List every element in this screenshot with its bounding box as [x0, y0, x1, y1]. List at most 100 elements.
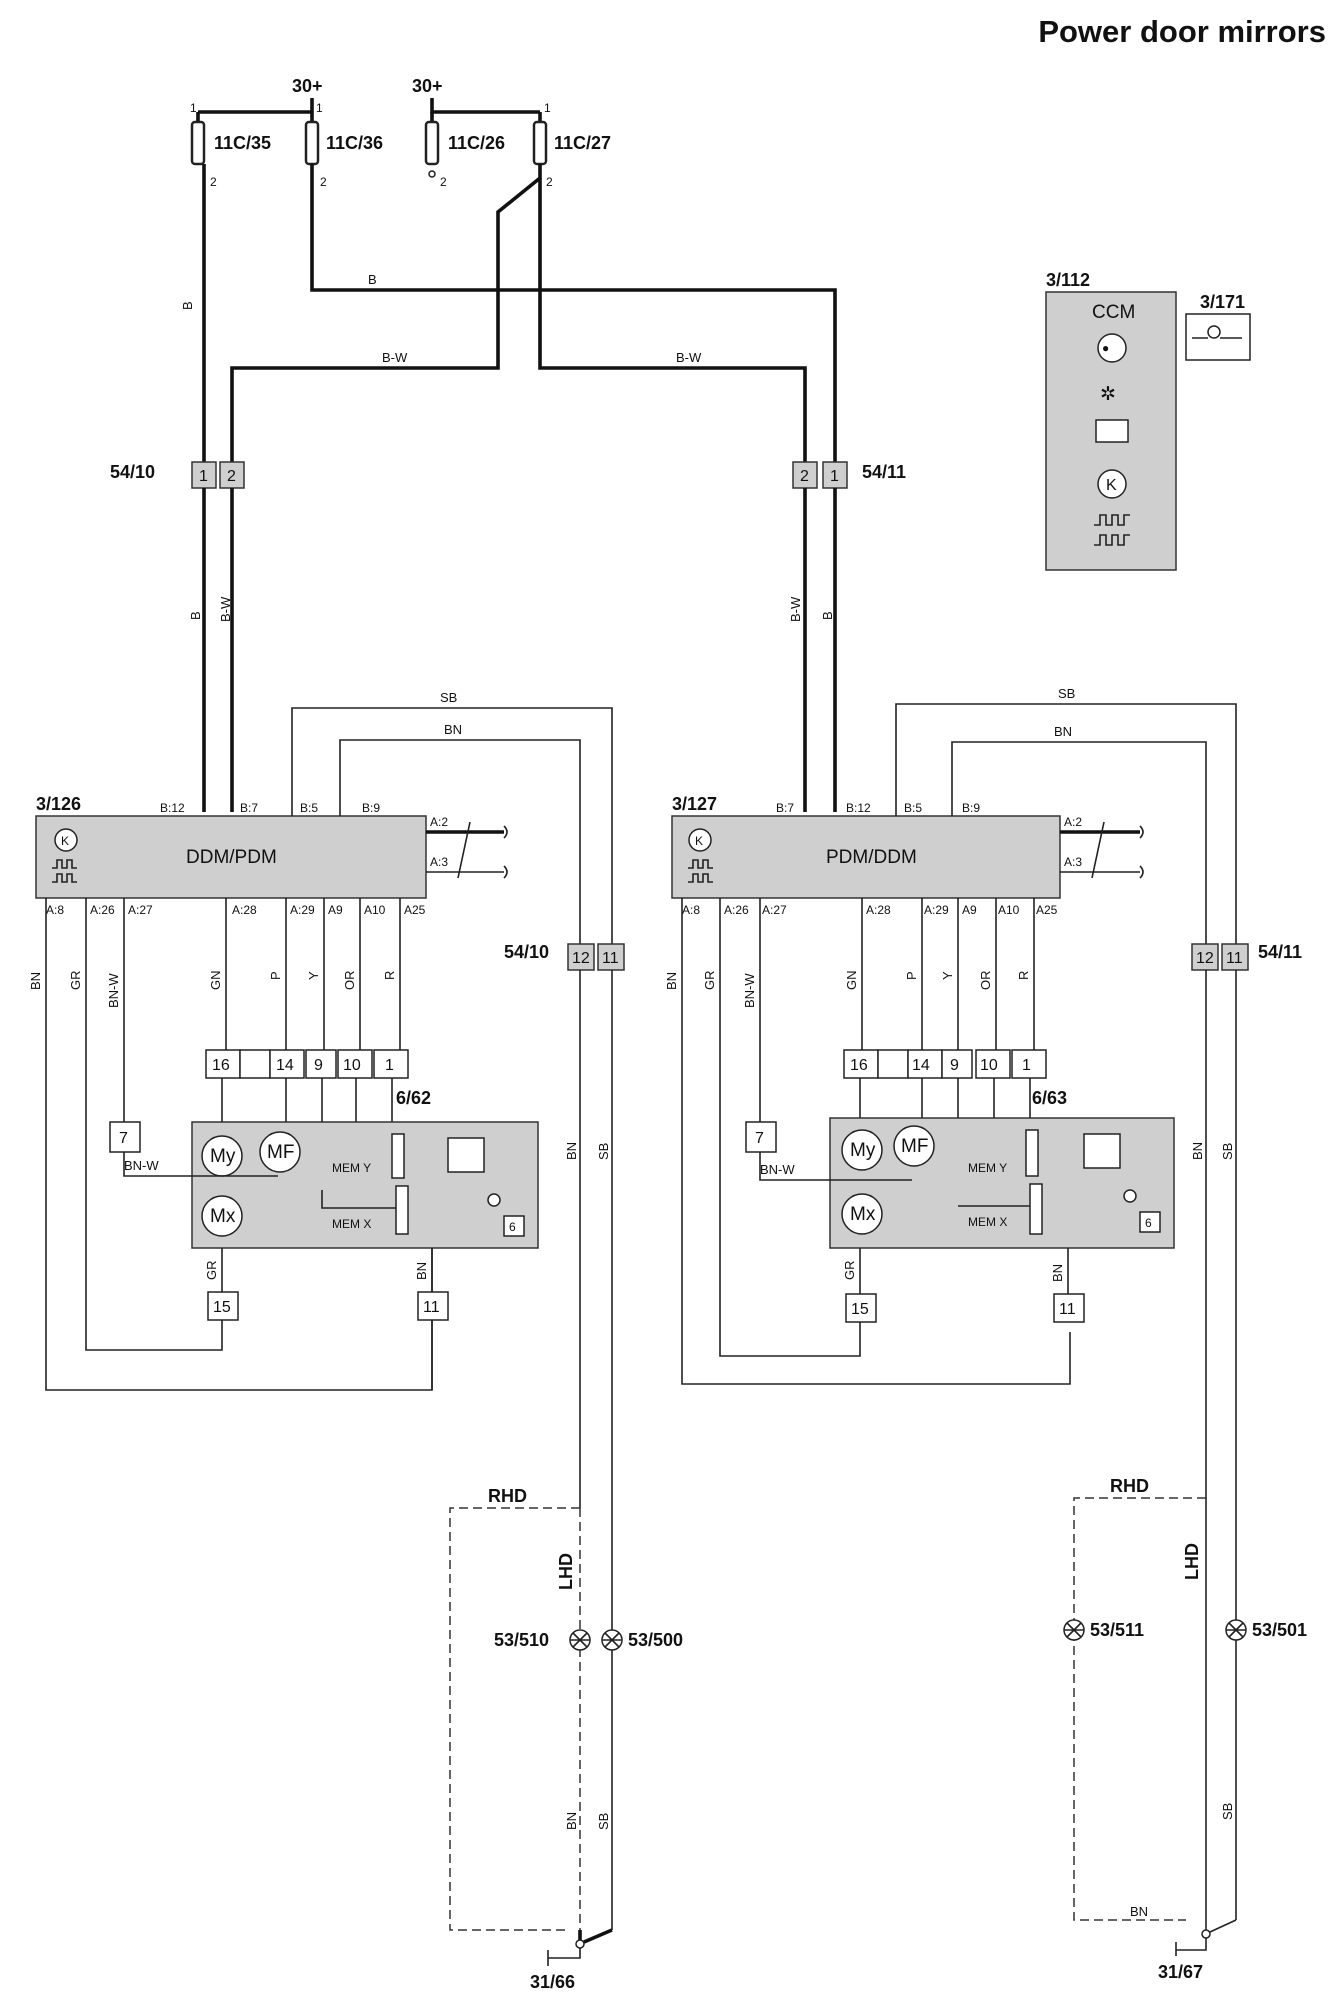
- svg-text:12: 12: [572, 950, 590, 967]
- right-block-7: 7: [745, 1121, 777, 1153]
- svg-text:MEM X: MEM X: [968, 1215, 1007, 1229]
- svg-text:11: 11: [602, 950, 619, 967]
- svg-text:B: B: [188, 611, 203, 620]
- svg-text:BN-W: BN-W: [106, 973, 121, 1008]
- svg-text:1: 1: [385, 1057, 394, 1074]
- svg-text:A:26: A:26: [724, 903, 749, 917]
- svg-text:K: K: [1106, 477, 1117, 494]
- svg-text:B:7: B:7: [240, 801, 258, 815]
- left-block-7: 7: [109, 1121, 141, 1153]
- svg-text:1: 1: [830, 468, 839, 485]
- svg-text:B:12: B:12: [160, 801, 185, 815]
- connector-54-10-bottom: 54/10 12 11 BN SB: [504, 942, 625, 1508]
- svg-text:9: 9: [950, 1057, 959, 1074]
- left-bottom-blocks: GR BN 15 11: [204, 1248, 449, 1390]
- svg-text:9: 9: [314, 1057, 323, 1074]
- fuse-11c27: 1 11C/27 2: [532, 101, 611, 189]
- svg-text:31/66: 31/66: [530, 1972, 575, 1992]
- module-feeds: B B-W B-W B: [188, 488, 837, 812]
- svg-text:R: R: [1016, 971, 1031, 980]
- svg-text:B:12: B:12: [846, 801, 871, 815]
- svg-text:1: 1: [544, 101, 551, 115]
- svg-text:11: 11: [1226, 950, 1243, 967]
- svg-text:BN: BN: [28, 972, 43, 990]
- svg-text:53/510: 53/510: [494, 1630, 549, 1650]
- svg-text:15: 15: [851, 1301, 869, 1318]
- svg-text:B:7: B:7: [776, 801, 794, 815]
- svg-text:A:28: A:28: [232, 903, 257, 917]
- svg-text:B:5: B:5: [904, 801, 922, 815]
- svg-text:2: 2: [210, 175, 217, 189]
- svg-text:6: 6: [1145, 1216, 1152, 1230]
- connector-54-11-bottom: 12 11 54/11 BN SB: [1190, 942, 1302, 1498]
- svg-text:B-W: B-W: [788, 596, 803, 622]
- page-title: Power door mirrors: [1038, 14, 1326, 49]
- svg-text:Y: Y: [306, 971, 321, 980]
- fuse-11c26: 11C/26 2: [424, 120, 505, 189]
- left-terminal-block: 16 14 9 10 1: [205, 1049, 409, 1190]
- svg-text:2: 2: [800, 468, 809, 485]
- supply-left: 30+ 30+: [198, 76, 540, 120]
- svg-text:A:3: A:3: [430, 855, 448, 869]
- svg-text:14: 14: [276, 1057, 294, 1074]
- svg-text:●: ●: [1102, 341, 1109, 355]
- svg-text:A25: A25: [1036, 903, 1058, 917]
- svg-text:54/11: 54/11: [862, 462, 906, 482]
- svg-text:BN-W: BN-W: [742, 973, 757, 1008]
- connector-54-11-top: 2 1 54/11: [792, 461, 906, 489]
- svg-text:BN: BN: [1050, 1264, 1065, 1282]
- svg-text:P: P: [904, 971, 919, 980]
- svg-text:GR: GR: [842, 1261, 857, 1281]
- svg-text:A:28: A:28: [866, 903, 891, 917]
- svg-text:3/112: 3/112: [1046, 270, 1090, 290]
- svg-text:54/10: 54/10: [504, 942, 549, 962]
- svg-text:A9: A9: [328, 903, 343, 917]
- svg-text:B: B: [820, 611, 835, 620]
- svg-text:A10: A10: [998, 903, 1020, 917]
- fuse-11c35: 1 11C/35 2: [190, 101, 271, 189]
- svg-text:OR: OR: [978, 971, 993, 991]
- svg-text:RHD: RHD: [488, 1486, 527, 1506]
- svg-text:A10: A10: [364, 903, 386, 917]
- svg-text:A:29: A:29: [290, 903, 315, 917]
- svg-text:GR: GR: [68, 971, 83, 991]
- svg-text:10: 10: [343, 1057, 361, 1074]
- left-signal-wires: BN GR BN-W GN P Y OR R: [28, 898, 433, 1391]
- power-wires: B B B-W B-W: [180, 164, 837, 462]
- right-sb-bn-wires: SB BN: [895, 686, 1237, 944]
- right-signal-wires: BN GR BN-W GN P Y OR R: [664, 898, 1071, 1385]
- left-sb-bn-wires: SB BN: [291, 690, 613, 944]
- svg-text:B: B: [180, 301, 195, 310]
- svg-text:RHD: RHD: [1110, 1476, 1149, 1496]
- svg-text:BN: BN: [1130, 1904, 1148, 1919]
- svg-text:7: 7: [755, 1130, 764, 1147]
- svg-text:Mx: Mx: [210, 1206, 236, 1227]
- svg-text:1: 1: [199, 468, 208, 485]
- svg-text:MF: MF: [901, 1136, 928, 1157]
- svg-text:6/63: 6/63: [1032, 1088, 1067, 1108]
- svg-text:16: 16: [850, 1057, 868, 1074]
- svg-text:K: K: [61, 834, 69, 848]
- svg-text:11C/36: 11C/36: [326, 133, 383, 153]
- svg-text:15: 15: [213, 1299, 231, 1316]
- svg-text:1: 1: [190, 101, 197, 115]
- svg-text:B-W: B-W: [218, 596, 233, 622]
- module-left: 3/126 K DDM/PDM B:12 B:7 B:5 B:9 A:2 A:3…: [35, 794, 508, 917]
- svg-text:SB: SB: [440, 690, 457, 705]
- svg-text:16: 16: [212, 1057, 230, 1074]
- svg-text:A:27: A:27: [762, 903, 787, 917]
- svg-text:BN: BN: [1190, 1142, 1205, 1160]
- svg-text:My: My: [210, 1146, 236, 1167]
- svg-text:A:8: A:8: [682, 903, 700, 917]
- svg-text:GR: GR: [204, 1261, 219, 1281]
- svg-text:11: 11: [1059, 1301, 1076, 1318]
- svg-text:Mx: Mx: [850, 1204, 876, 1225]
- svg-text:LHD: LHD: [556, 1553, 576, 1590]
- svg-text:2: 2: [440, 175, 447, 189]
- svg-text:OR: OR: [342, 971, 357, 991]
- svg-text:GN: GN: [844, 971, 859, 991]
- svg-text:SB: SB: [596, 1143, 611, 1160]
- svg-text:6/62: 6/62: [396, 1088, 431, 1108]
- svg-text:B: B: [368, 272, 377, 287]
- svg-text:7: 7: [119, 1130, 128, 1147]
